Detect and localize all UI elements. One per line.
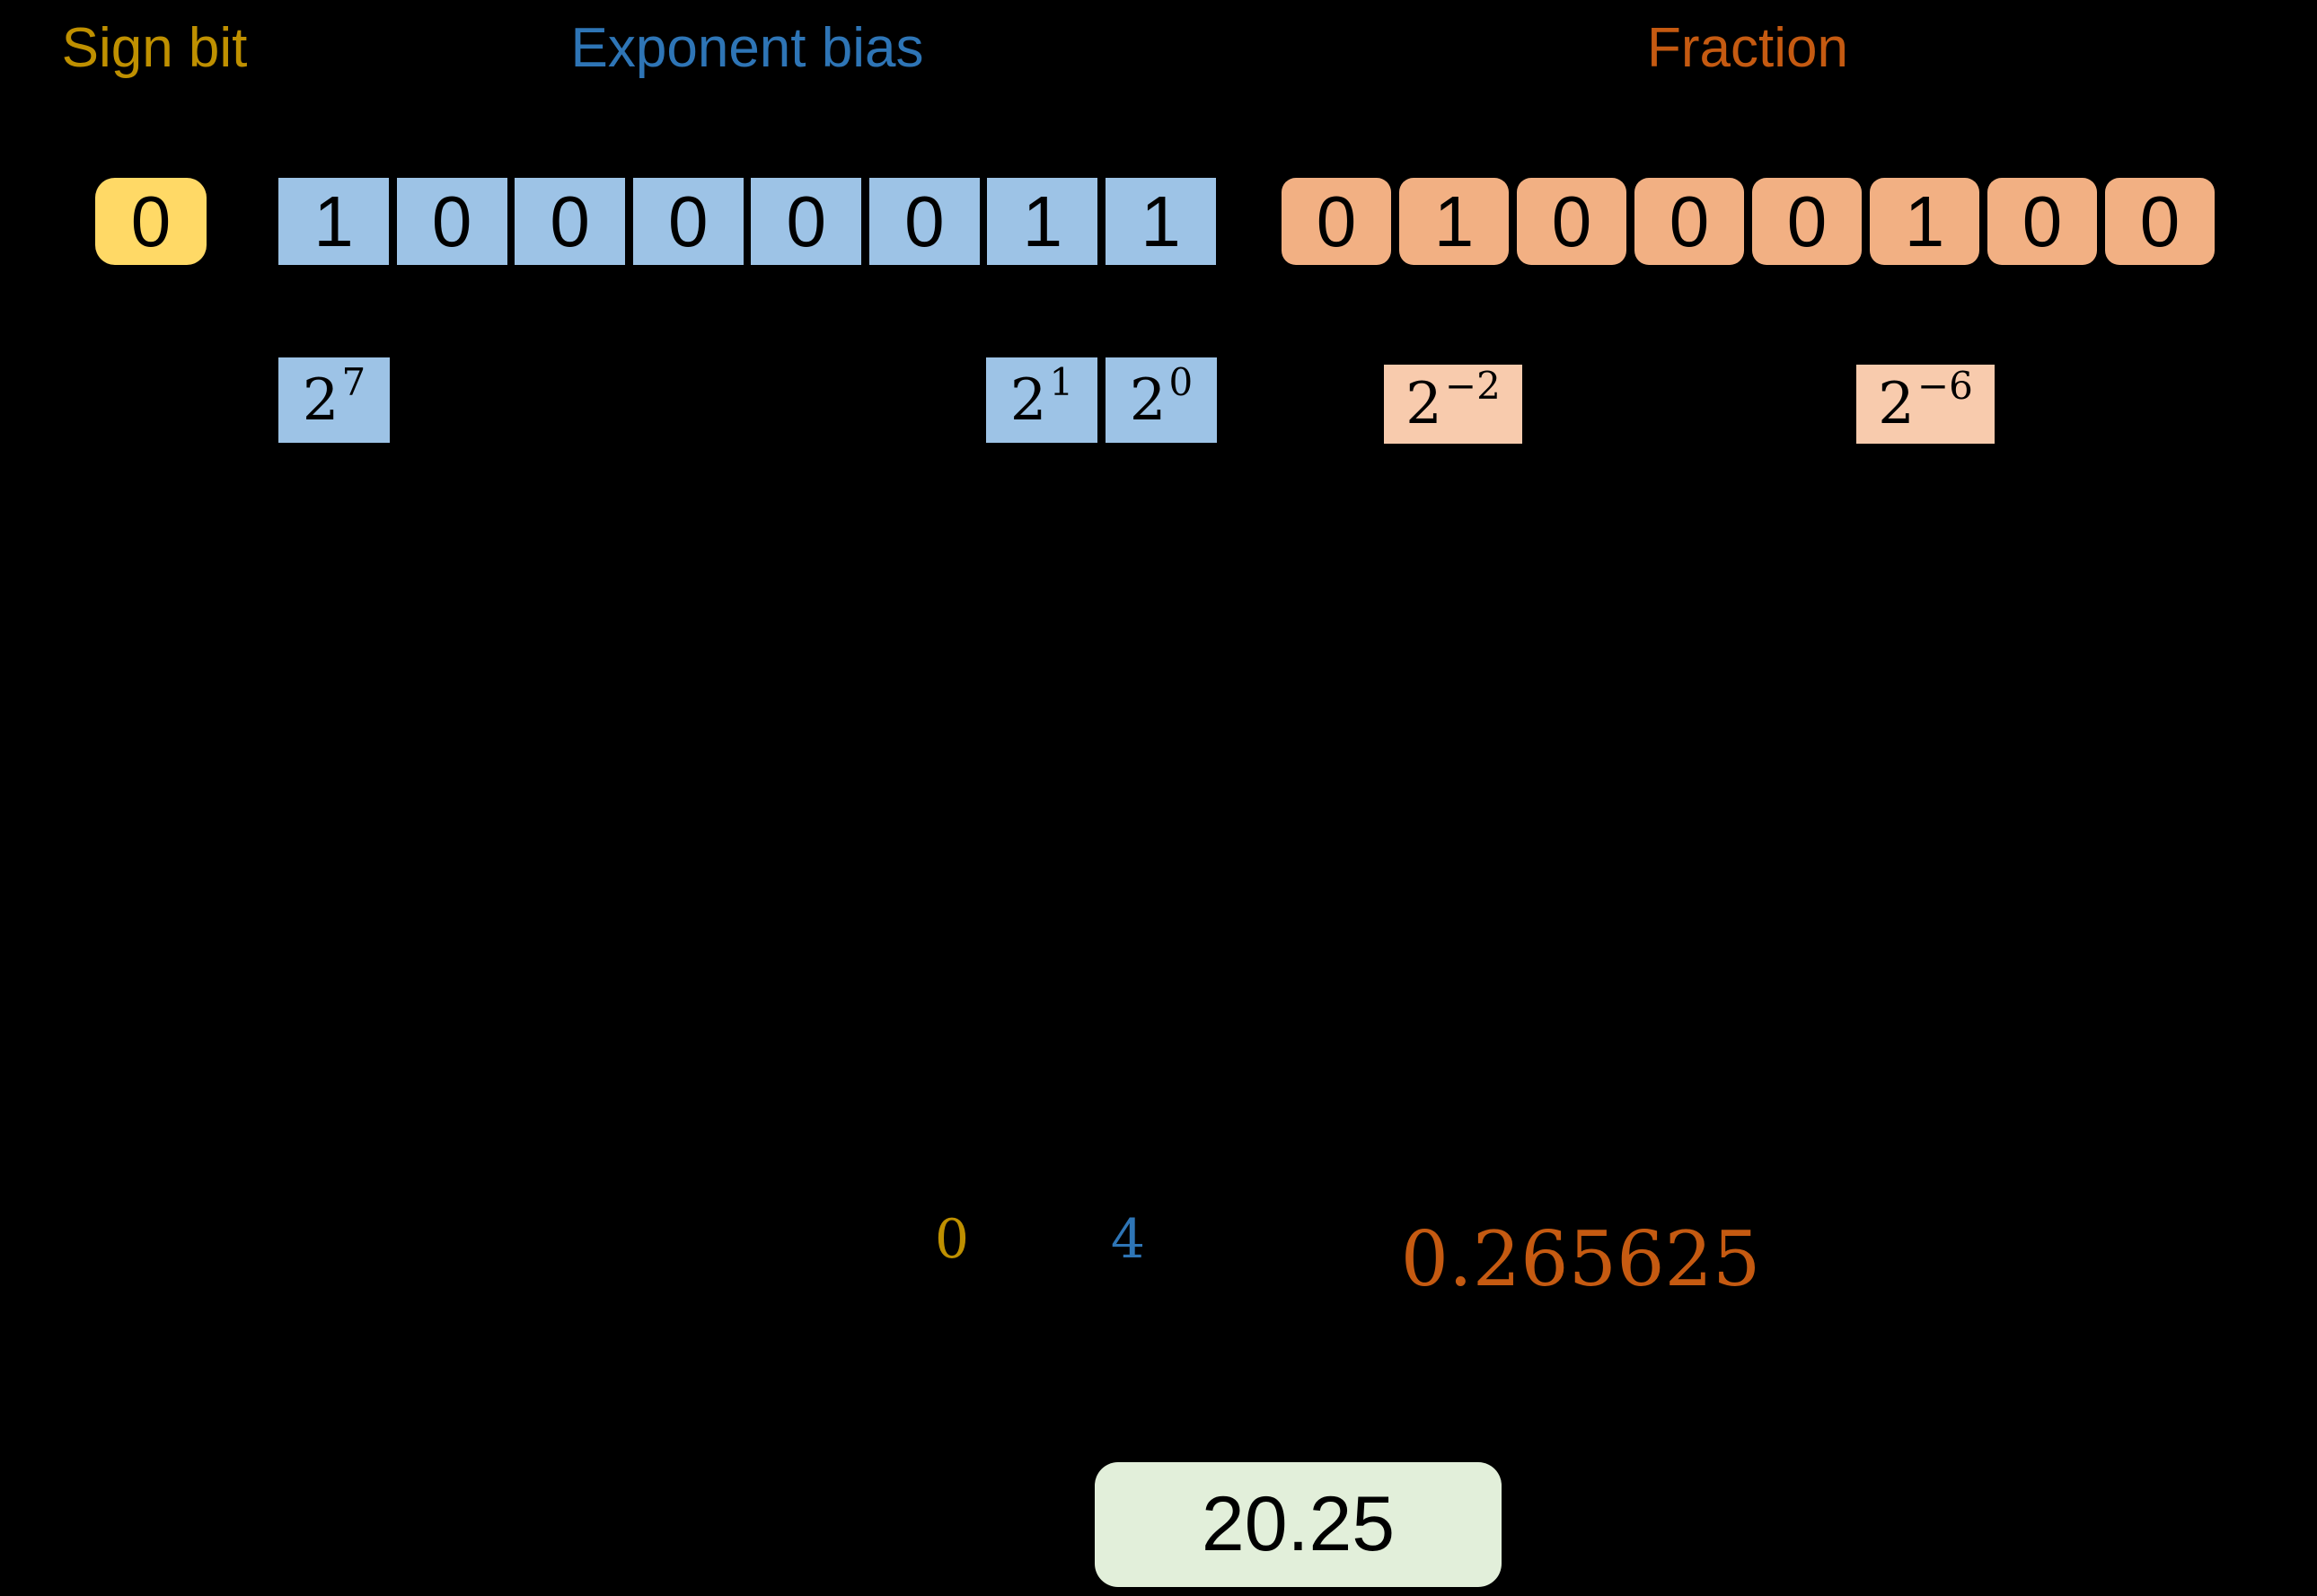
exponent-bias-label: Exponent bias [570, 17, 924, 79]
power-exp: 7 [341, 359, 366, 404]
fraction-bit: 1 [1870, 178, 1979, 265]
power-base: 2 [1129, 366, 1167, 434]
exponent-bit: 0 [396, 178, 507, 265]
sign-bit-label: Sign bit [61, 17, 248, 79]
exponent-bit: 0 [632, 178, 744, 265]
sign-bit-box: 0 [95, 178, 207, 265]
fraction-bit: 0 [1987, 178, 2097, 265]
power-exp: −2 [1444, 364, 1501, 408]
sign-value: 0 [934, 1208, 970, 1271]
result-box: 20.25 [1095, 1462, 1502, 1587]
exponent-bit: 1 [987, 178, 1098, 265]
fraction-label: Fraction [1647, 17, 1848, 79]
exponent-bit: 1 [1105, 178, 1216, 265]
power-base: 2 [302, 366, 339, 434]
exponent-bit: 0 [751, 178, 862, 265]
fraction-bit: 0 [1517, 178, 1626, 265]
fraction-bit: 0 [1752, 178, 1862, 265]
fraction-bit: 0 [2105, 178, 2215, 265]
fraction-value: 0.265625 [1400, 1215, 1761, 1303]
fraction-bit: 0 [1282, 178, 1391, 265]
exponent-bit: 0 [868, 178, 980, 265]
fraction-bit: 1 [1399, 178, 1509, 265]
exponent-bit: 0 [515, 178, 626, 265]
power-exp: −6 [1916, 364, 1973, 408]
power-2-neg6-box: 2−6 [1856, 365, 1995, 444]
power-base: 2 [1878, 371, 1915, 437]
power-2-neg2-box: 2−2 [1384, 365, 1522, 444]
power-exp: 1 [1049, 359, 1074, 404]
exponent-bit: 1 [278, 178, 389, 265]
power-exp: 0 [1168, 359, 1194, 404]
fraction-bit: 0 [1634, 178, 1744, 265]
power-base: 2 [1009, 366, 1047, 434]
power-base: 2 [1405, 371, 1442, 437]
exponent-value: 4 [1110, 1208, 1146, 1271]
